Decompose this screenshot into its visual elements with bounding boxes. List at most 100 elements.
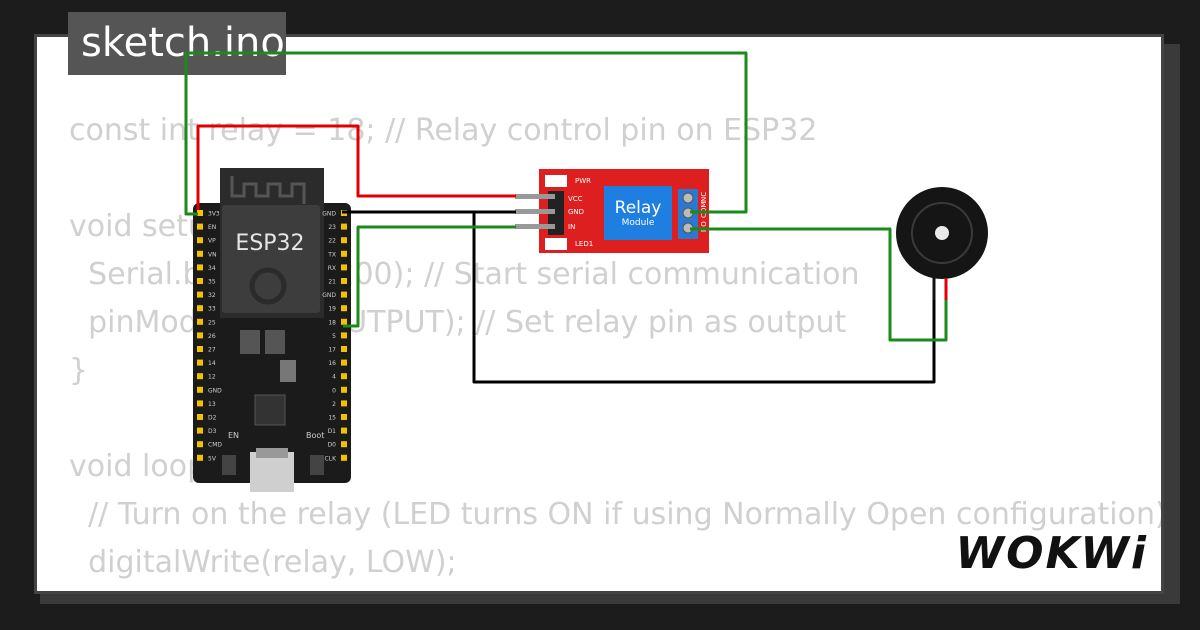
wokwi-logo: WOKWi xyxy=(955,528,1148,579)
pwr-led xyxy=(545,175,567,187)
boot-button[interactable] xyxy=(310,455,324,475)
esp32-pin[interactable] xyxy=(341,278,347,284)
esp32-pin-label: VN xyxy=(208,251,217,258)
esp32-pin[interactable] xyxy=(197,291,203,298)
esp32-pin[interactable] xyxy=(197,427,203,434)
esp32-pin[interactable] xyxy=(341,400,347,407)
esp32-pin-label: 13 xyxy=(208,401,216,408)
esp32-pin[interactable] xyxy=(197,373,203,380)
wire-no-buzzer xyxy=(690,227,948,342)
relay-pin-vcc: VCC xyxy=(568,195,583,203)
code-background: const int relay = 18; // Relay control p… xyxy=(69,107,1164,591)
esp32-pin-label: 17 xyxy=(328,347,336,354)
en-button[interactable] xyxy=(222,455,236,475)
esp32-label: ESP32 xyxy=(235,231,304,256)
wire-ground-buzzer xyxy=(472,210,936,384)
esp32-pin[interactable] xyxy=(197,223,203,230)
esp32-pin[interactable] xyxy=(341,250,347,257)
esp32-pin[interactable] xyxy=(341,264,347,271)
file-tab[interactable]: sketch.ino xyxy=(68,12,286,75)
esp32-pin[interactable] xyxy=(341,291,347,298)
relay-module[interactable]: Relay Module PWR LED1 VCC GND IN NO COM … xyxy=(515,169,709,253)
pwr-label: PWR xyxy=(575,177,591,185)
esp32-pin[interactable] xyxy=(341,386,347,393)
esp32-pin-label: 2 xyxy=(332,401,336,408)
esp32-pin-label: 23 xyxy=(328,224,336,231)
esp32-pin-label: RX xyxy=(328,265,336,272)
esp32-pin-label: D1 xyxy=(328,428,337,435)
esp32-pin[interactable] xyxy=(341,441,347,448)
esp32-pin-label: GND xyxy=(322,292,336,299)
esp32-pin-label: D0 xyxy=(328,442,337,449)
esp32-pin-label: 3V3 xyxy=(208,211,220,218)
boot-label: Boot xyxy=(306,431,324,440)
esp32-pin-label: 15 xyxy=(328,415,336,422)
relay-title: Relay xyxy=(615,198,662,218)
esp32-pin-label: GND xyxy=(208,387,222,394)
esp32-pin-label: 27 xyxy=(208,347,216,354)
esp32-pin-label: 5V xyxy=(208,455,217,462)
esp32-pin[interactable] xyxy=(197,250,203,257)
esp32-pin[interactable] xyxy=(197,332,203,339)
esp32-pin[interactable] xyxy=(341,223,347,230)
esp32-pin[interactable] xyxy=(341,454,347,461)
esp32-pin[interactable] xyxy=(341,414,347,420)
esp32-pin[interactable] xyxy=(197,278,203,284)
esp32-pin-label: 32 xyxy=(208,292,216,299)
esp32-board[interactable]: ESP32 EN Boot 3V3ENVPVN34353233252627141… xyxy=(193,168,351,492)
en-label: EN xyxy=(228,431,239,440)
esp32-pin-label: CMD xyxy=(208,442,222,449)
esp32-pin[interactable] xyxy=(197,318,203,325)
esp32-pin[interactable] xyxy=(197,386,203,393)
esp32-pin[interactable] xyxy=(197,359,203,366)
esp32-pin-label: CLK xyxy=(325,455,338,462)
esp32-pin[interactable] xyxy=(341,305,347,312)
esp32-pin[interactable] xyxy=(341,346,347,352)
esp32-pin[interactable] xyxy=(341,332,347,339)
esp32-pin-label: 26 xyxy=(208,333,216,340)
esp32-pin[interactable] xyxy=(341,359,347,366)
code-line: } xyxy=(69,353,89,388)
esp32-pin-label: 16 xyxy=(328,360,336,367)
code-line: // Turn on the relay (LED turns ON if us… xyxy=(69,497,1164,532)
esp32-pin-label: VP xyxy=(208,238,216,245)
esp32-pin-label: 14 xyxy=(208,360,216,367)
esp32-pin[interactable] xyxy=(197,210,203,216)
wire-com xyxy=(184,51,748,216)
relay-pin-in: IN xyxy=(568,223,575,231)
esp32-pin[interactable] xyxy=(197,305,203,312)
esp32-pin[interactable] xyxy=(197,237,203,244)
esp32-pin-label: 12 xyxy=(208,374,216,381)
esp32-pin-label: D3 xyxy=(208,428,217,435)
esp32-pin-label: 35 xyxy=(208,279,216,286)
wire-power xyxy=(196,124,516,210)
esp32-pin[interactable] xyxy=(341,318,347,325)
esp32-pin-label: 21 xyxy=(328,279,336,286)
esp32-pin[interactable] xyxy=(197,400,203,407)
relay-pin-gnd: GND xyxy=(568,208,584,216)
esp32-pin-label: 33 xyxy=(208,306,216,313)
esp32-pin[interactable] xyxy=(197,454,203,461)
esp32-pin-label: TX xyxy=(327,251,336,258)
esp32-pin[interactable] xyxy=(341,237,347,244)
esp32-pin[interactable] xyxy=(197,264,203,271)
led1-label: LED1 xyxy=(575,240,593,248)
esp32-pin[interactable] xyxy=(197,441,203,448)
code-line: digitalWrite(relay, LOW); xyxy=(69,545,457,580)
wire-signal-in xyxy=(343,225,516,328)
wires xyxy=(184,51,948,384)
esp32-pin-label: D2 xyxy=(208,415,217,422)
buzzer[interactable] xyxy=(896,187,988,300)
esp32-pin[interactable] xyxy=(341,427,347,434)
relay-contact-nc: NC xyxy=(700,192,708,202)
esp32-pin-label: 18 xyxy=(328,319,336,326)
esp32-pin[interactable] xyxy=(197,414,203,420)
esp32-left-pins: 3V3ENVPVN343532332526271412GND13D2D3CMD5… xyxy=(197,210,222,462)
esp32-pin-label: 5 xyxy=(332,333,336,340)
relay-contact-no: NO xyxy=(700,221,708,232)
esp32-pin[interactable] xyxy=(341,373,347,380)
esp32-pin[interactable] xyxy=(197,346,203,352)
esp32-pin-label: 25 xyxy=(208,319,216,326)
